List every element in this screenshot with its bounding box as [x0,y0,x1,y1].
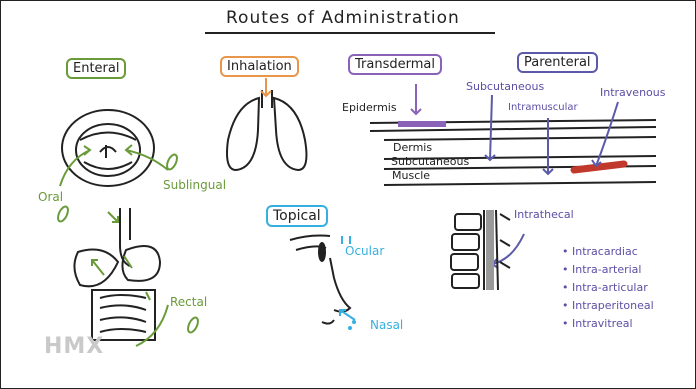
list-item: Intraperitoneal [562,297,654,315]
enteral-gut-arrows [92,212,200,346]
digestive-tract-drawing [74,208,160,340]
intramuscular-label: Intramuscular [508,102,578,113]
topical-label: Topical [266,205,328,227]
list-item: Intravitreal [562,315,654,333]
intravenous-label: Intravenous [600,86,665,99]
list-item: Intracardiac [562,243,654,261]
parenteral-label: Parenteral [517,52,598,73]
oral-label: Oral [38,190,63,204]
vein [574,164,624,170]
lungs-drawing [227,90,306,170]
watermark-logo: HMX [44,334,104,359]
inhalation-arrow [261,78,271,96]
subcutaneous-layer-label: Subcutaneous [391,155,469,168]
rectal-label: Rectal [170,295,207,309]
inhalation-label: Inhalation [220,56,299,77]
mouth-drawing [62,110,154,186]
other-parenteral-list: Intracardiac Intra-arterial Intra-articu… [562,243,654,333]
dermis-label: Dermis [393,141,432,154]
transdermal-patch [398,121,446,127]
list-item: Intra-articular [562,279,654,297]
muscle-label: Muscle [392,169,430,182]
diagram-title: Routes of Administration [226,8,460,28]
enteral-label: Enteral [66,58,126,79]
sublingual-label: Sublingual [163,178,226,192]
epidermis-label: Epidermis [342,101,397,114]
spine-drawing [451,210,510,290]
ocular-label: Ocular [345,244,384,258]
transdermal-label: Transdermal [348,54,442,75]
subcutaneous-label: Subcutaneous [466,80,544,93]
transdermal-arrow [411,84,421,114]
list-item: Intra-arterial [562,261,654,279]
title-underline [205,32,495,34]
intrathecal-label: Intrathecal [514,208,574,221]
nasal-label: Nasal [370,318,403,332]
